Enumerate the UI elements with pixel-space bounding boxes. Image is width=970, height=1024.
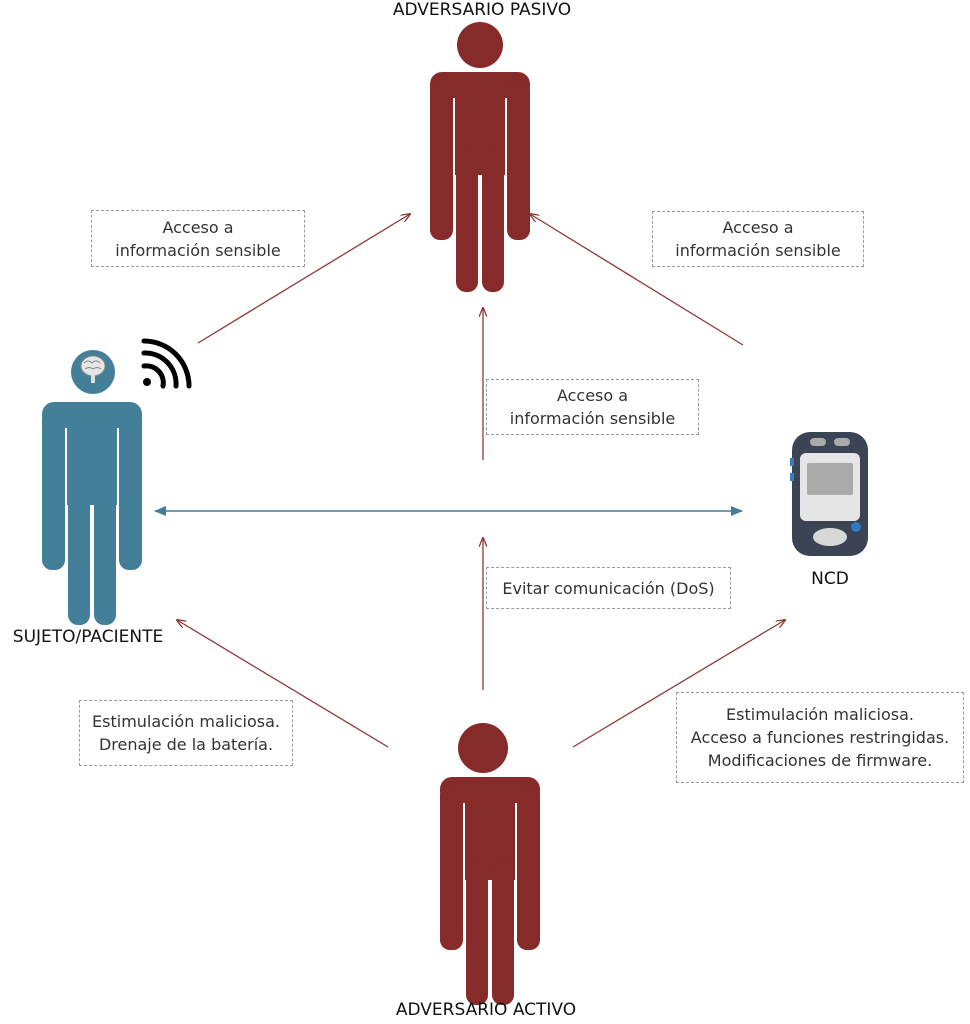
box-line: Estimulación maliciosa.	[92, 712, 280, 731]
box-line: Estimulación maliciosa.	[726, 705, 914, 724]
arrow-active-to-device	[572, 620, 785, 748]
box-line: información sensible	[675, 241, 841, 260]
box-line: información sensible	[115, 240, 281, 260]
threat-box-device-attack: Estimulación maliciosa. Acceso a funcion…	[676, 692, 964, 783]
threat-box-patient-attack: Estimulación maliciosa. Drenaje de la ba…	[79, 700, 293, 766]
threat-box-dos: Evitar comunicación (DoS)	[486, 567, 731, 609]
box-line: Acceso a	[162, 217, 234, 237]
active-adversary-label: ADVERSARIO ACTIVO	[395, 1000, 577, 1020]
box-line: información sensible	[509, 409, 676, 428]
threat-box-device-info: Acceso a información sensible	[652, 211, 864, 267]
box-line: Drenaje de la batería.	[98, 735, 274, 754]
threat-box-patient-info: Acceso a información sensible	[91, 210, 305, 267]
threat-box-link-info: Acceso a información sensible	[486, 379, 699, 435]
passive-adversary-label: ADVERSARIO PASIVO	[392, 0, 572, 20]
box-line: Acceso a funciones restringidas.	[690, 728, 950, 747]
active-adversary-figure	[440, 723, 540, 1005]
patient-figure	[42, 350, 142, 625]
arrow-patient-to-passive	[197, 214, 410, 344]
arrow-device-to-passive	[530, 214, 744, 346]
device-label: NCD	[811, 569, 849, 589]
arrow-active-to-patient	[177, 620, 389, 748]
patient-label: SUJETO/PACIENTE	[12, 627, 164, 647]
ncd-device-icon	[790, 432, 868, 556]
box-line: Modificaciones de firmware.	[707, 751, 933, 770]
passive-adversary-figure	[430, 22, 530, 292]
threat-arrows	[177, 214, 785, 748]
wireless-signal-icon	[141, 338, 192, 389]
box-line: Acceso a	[722, 218, 794, 237]
box-line: Acceso a	[556, 386, 629, 405]
box-line: Evitar comunicación (DoS)	[502, 578, 715, 598]
brain-icon	[80, 355, 106, 383]
